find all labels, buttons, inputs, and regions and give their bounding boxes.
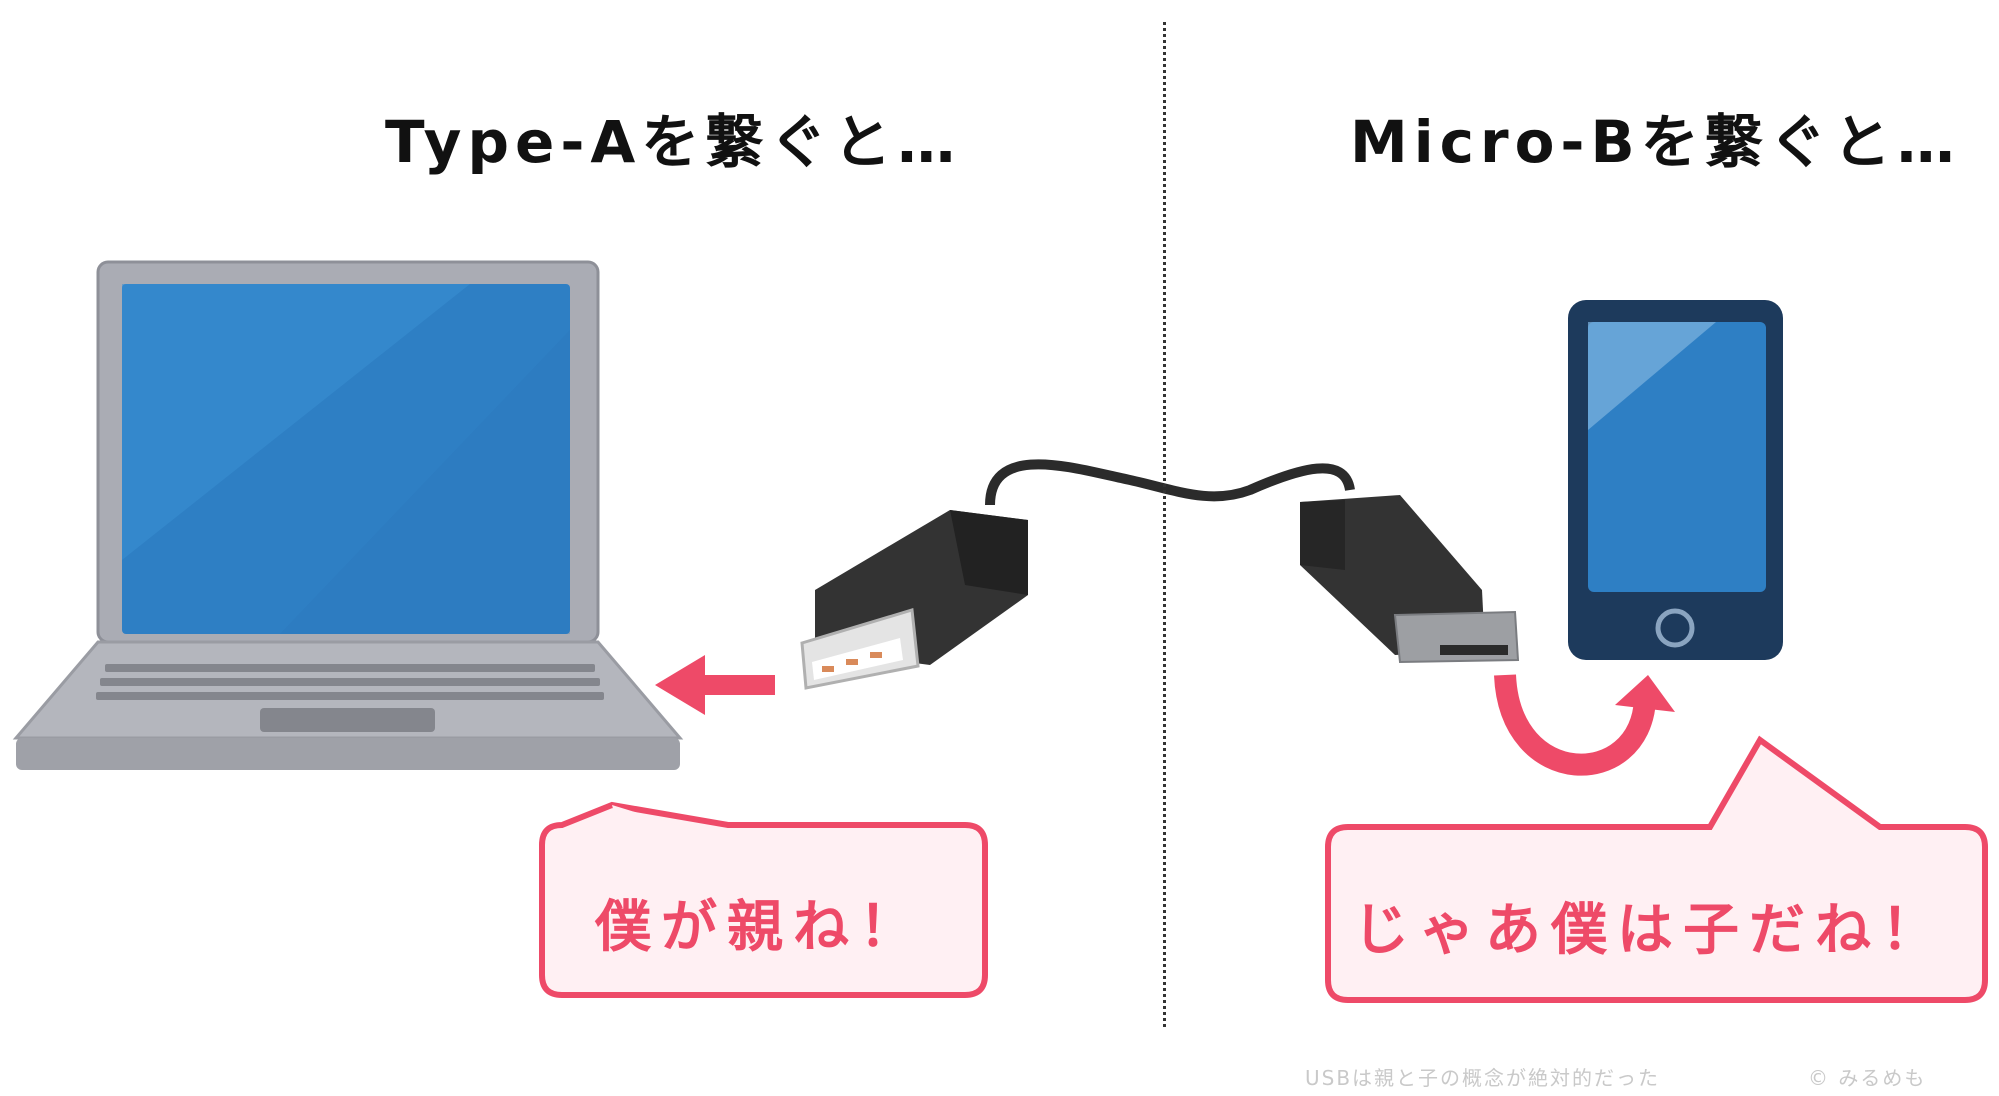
usb-cable [985,459,1355,506]
speech-bubble-left-text: 僕が親ね！ [595,895,925,960]
speech-bubble-left [539,801,988,998]
center-divider [1163,22,1166,1027]
speech-bubble-right-text: じゃあ僕は子だね！ [1353,898,1947,963]
heading-type-a: Type-Aを繋ぐと… [385,108,962,176]
smartphone-illustration [1568,300,1783,660]
footer-caption: USBは親と子の概念が絶対的だった [1305,1066,1661,1090]
type-a-plug [800,510,1028,690]
laptop-illustration [12,260,684,770]
arrow-left-icon [655,655,775,715]
curved-arrow-icon [1494,674,1675,776]
heading-micro-b: Micro-Bを繋ぐと… [1350,108,1961,176]
micro-b-plug [1300,495,1520,664]
footer-copyright: © みるめも [1808,1066,1927,1090]
